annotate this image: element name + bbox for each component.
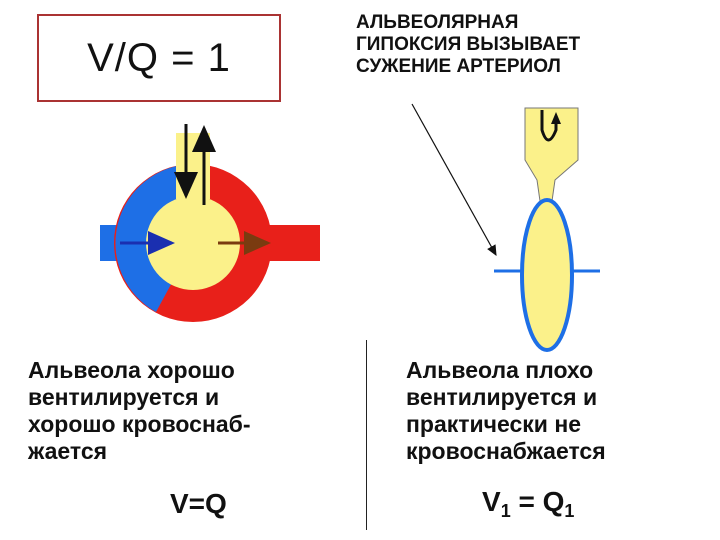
eq-q-sub: 1 [564, 501, 575, 521]
right-caption: Альвеола плохо вентилируется и практичес… [406, 357, 606, 464]
left-equation: V=Q [170, 488, 227, 519]
eq-v: V [482, 486, 501, 517]
eq-sign: = [510, 486, 543, 517]
pointer-line [411, 103, 497, 257]
ratio-box: V/Q = 1 [37, 14, 281, 102]
eq-v-sub: 1 [500, 501, 511, 521]
right-equation: V1 = Q1 [482, 486, 574, 522]
hypoxic-alveolus-group [411, 103, 600, 352]
normal-alveolus-group [100, 124, 320, 322]
hook-arrow-head [551, 112, 561, 124]
airway-hook-arrow [540, 110, 558, 142]
hypoxia-heading: АЛЬВЕОЛЯРНАЯ ГИПОКСИЯ ВЫЗЫВАЕТ СУЖЕНИЕ А… [356, 12, 581, 77]
alveolus-hypoxic [520, 198, 574, 352]
panel-divider [366, 340, 367, 530]
eq-q: Q [542, 486, 565, 517]
ratio-label: V/Q = 1 [87, 35, 231, 80]
alveolus-normal [146, 196, 240, 290]
left-caption: Альвеола хорошо вентилируется и хорошо к… [28, 357, 251, 464]
